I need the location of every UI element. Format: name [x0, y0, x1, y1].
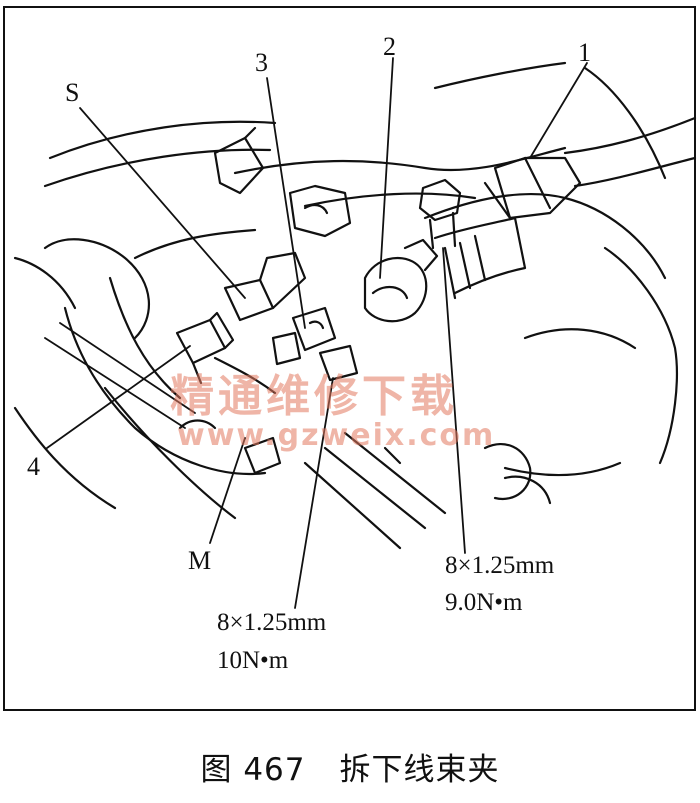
right-bolt [418, 178, 462, 250]
engine-illustration [13, 57, 697, 609]
right-bolt-size: 8×1.25mm [445, 552, 555, 579]
housing-outline [13, 61, 678, 520]
right-bolt-torque: 9.0N•m [445, 589, 523, 616]
figure-frame: 精通维修下载 www.gzweix.com 1 2 3 S 4 M 8×1.25… [3, 6, 697, 711]
leader-1 [529, 62, 588, 159]
caption-number: 图 467 [200, 752, 306, 788]
leader-s [79, 107, 246, 299]
leader-right-bolt [442, 247, 466, 554]
caption-title: 拆下线束夹 [339, 752, 500, 788]
callout-s: S [65, 78, 80, 107]
bracket-bar [303, 431, 552, 550]
leader-3 [266, 77, 306, 329]
leader-4 [46, 345, 191, 449]
harness-clip [363, 238, 439, 323]
left-bolt-torque: 10N•m [217, 647, 289, 674]
leader-left-bolt [294, 377, 334, 609]
lower-connector [175, 311, 282, 475]
leader-lines [44, 57, 588, 609]
callout-4: 4 [27, 452, 40, 481]
leader-m [209, 437, 246, 544]
callout-m: M [188, 546, 212, 575]
wire-harness [433, 116, 697, 300]
watermark-url: www.gzweix.com [177, 418, 496, 453]
callout-1: 1 [578, 38, 591, 67]
sensor-connectors [213, 126, 359, 382]
callout-3: 3 [255, 48, 268, 77]
figure-caption: 图 467 拆下线束夹 [0, 744, 700, 789]
left-bolt-size: 8×1.25mm [217, 609, 327, 636]
leader-2 [379, 57, 394, 279]
callout-2: 2 [383, 32, 396, 61]
watermark-text: 精通维修下载 [170, 371, 458, 422]
